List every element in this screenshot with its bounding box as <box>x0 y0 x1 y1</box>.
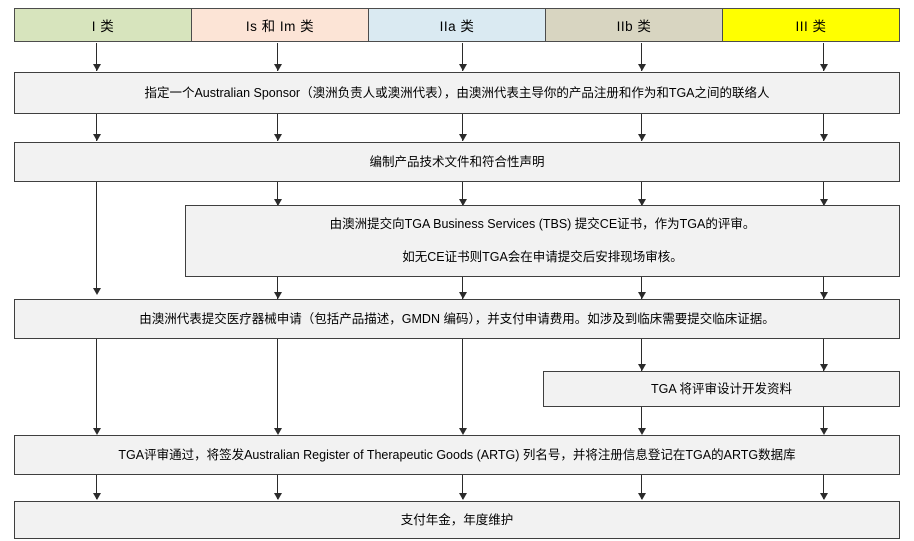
arrowhead-application-to-artg-bypass-3 <box>459 428 467 435</box>
connector-sponsor-to-techfile-1 <box>96 114 97 141</box>
connector-ce-to-application-3 <box>462 277 463 299</box>
connector-sponsor-to-techfile-5 <box>823 114 824 141</box>
arrowhead-sponsor-to-techfile-4 <box>638 134 646 141</box>
arrowhead-application-to-designreview-4 <box>638 364 646 371</box>
arrowhead-sponsor-to-techfile-5 <box>820 134 828 141</box>
arrowhead-header-to-sponsor-3 <box>459 64 467 71</box>
connector-application-to-designreview-4 <box>641 339 642 371</box>
connector-ce-to-application-4 <box>641 277 642 299</box>
arrowhead-sponsor-to-techfile-3 <box>459 134 467 141</box>
class-header-label-2: Is 和 Im 类 <box>245 19 315 34</box>
step-annual-fee-box[interactable]: 支付年金，年度维护 <box>14 501 900 539</box>
step-technical-file-box[interactable]: 编制产品技术文件和符合性声明 <box>14 142 900 182</box>
class-header-label-3: IIa 类 <box>439 19 475 34</box>
arrowhead-techfile-to-ce-3 <box>459 199 467 206</box>
connector-sponsor-to-techfile-3 <box>462 114 463 141</box>
arrowhead-techfile-to-application-bypass <box>93 288 101 295</box>
step-ce-certificate-box[interactable]: 由澳洲提交向TGA Business Services (TBS) 提交CE证书… <box>185 205 900 277</box>
connector-header-to-sponsor-5 <box>823 43 824 71</box>
step-sponsor-box[interactable]: 指定一个Australian Sponsor（澳洲负责人或澳洲代表），由澳洲代表… <box>14 72 900 114</box>
arrowhead-ce-to-application-2 <box>274 292 282 299</box>
connector-techfile-to-application-bypass <box>96 182 97 293</box>
connector-artg-to-annualfee-2 <box>277 475 278 499</box>
connector-header-to-sponsor-2 <box>277 43 278 71</box>
class-header-cell-4[interactable]: IIb 类 <box>545 8 723 42</box>
arrowhead-application-to-designreview-5 <box>820 364 828 371</box>
connector-ce-to-application-5 <box>823 277 824 299</box>
arrowhead-sponsor-to-techfile-1 <box>93 134 101 141</box>
arrowhead-artg-to-annualfee-5 <box>820 493 828 500</box>
connector-techfile-to-ce-3 <box>462 182 463 206</box>
connector-designreview-to-artg-5 <box>823 407 824 433</box>
arrowhead-header-to-sponsor-4 <box>638 64 646 71</box>
connector-application-to-designreview-5 <box>823 339 824 371</box>
connector-artg-to-annualfee-3 <box>462 475 463 499</box>
step-ce-certificate-line-1: 由澳洲提交向TGA Business Services (TBS) 提交CE证书… <box>329 217 756 232</box>
step-annual-fee-line-1: 支付年金，年度维护 <box>400 512 514 527</box>
arrowhead-header-to-sponsor-5 <box>820 64 828 71</box>
arrowhead-techfile-to-ce-2 <box>274 199 282 206</box>
connector-application-to-artg-bypass-2 <box>277 339 278 433</box>
connector-header-to-sponsor-3 <box>462 43 463 71</box>
class-header-cell-3[interactable]: IIa 类 <box>368 8 546 42</box>
arrowhead-ce-to-application-5 <box>820 292 828 299</box>
connector-application-to-artg-bypass-1 <box>96 339 97 433</box>
connector-artg-to-annualfee-4 <box>641 475 642 499</box>
connector-artg-to-annualfee-1 <box>96 475 97 499</box>
connector-ce-to-application-2 <box>277 277 278 299</box>
class-header-cell-1[interactable]: I 类 <box>14 8 192 42</box>
connector-techfile-to-ce-4 <box>641 182 642 206</box>
step-sponsor-line-1: 指定一个Australian Sponsor（澳洲负责人或澳洲代表），由澳洲代表… <box>144 85 770 100</box>
step-artg-listing-line-1: TGA评审通过，将签发Australian Register of Therap… <box>118 447 796 462</box>
arrowhead-application-to-artg-bypass-1 <box>93 428 101 435</box>
class-header-label-1: I 类 <box>91 19 115 34</box>
connector-artg-to-annualfee-5 <box>823 475 824 499</box>
step-ce-certificate-line-2: 如无CE证书则TGA会在申请提交后安排现场审核。 <box>402 250 683 264</box>
step-artg-listing-box[interactable]: TGA评审通过，将签发Australian Register of Therap… <box>14 435 900 475</box>
connector-sponsor-to-techfile-4 <box>641 114 642 141</box>
connector-header-to-sponsor-4 <box>641 43 642 71</box>
connector-sponsor-to-techfile-2 <box>277 114 278 141</box>
connector-designreview-to-artg-4 <box>641 407 642 433</box>
connector-techfile-to-ce-5 <box>823 182 824 206</box>
arrowhead-sponsor-to-techfile-2 <box>274 134 282 141</box>
class-header-label-5: III 类 <box>795 19 827 34</box>
arrowhead-header-to-sponsor-2 <box>274 64 282 71</box>
step-device-application-line-1: 由澳洲代表提交医疗器械申请（包括产品描述，GMDN 编码），并支付申请费用。如涉… <box>139 311 775 326</box>
arrowhead-designreview-to-artg-4 <box>638 428 646 435</box>
arrowhead-artg-to-annualfee-1 <box>93 493 101 500</box>
connector-techfile-to-ce-2 <box>277 182 278 206</box>
arrowhead-artg-to-annualfee-4 <box>638 493 646 500</box>
connector-application-to-artg-bypass-3 <box>462 339 463 433</box>
arrowhead-ce-to-application-3 <box>459 292 467 299</box>
class-header-row: I 类 Is 和 Im 类 IIa 类 IIb 类 III 类 <box>14 8 900 42</box>
class-header-cell-5[interactable]: III 类 <box>722 8 900 42</box>
step-design-review-line-1: TGA 将评审设计开发资料 <box>651 381 792 396</box>
step-technical-file-line-1: 编制产品技术文件和符合性声明 <box>369 154 545 169</box>
arrowhead-artg-to-annualfee-2 <box>274 493 282 500</box>
step-design-review-box[interactable]: TGA 将评审设计开发资料 <box>543 371 900 407</box>
arrowhead-techfile-to-ce-4 <box>638 199 646 206</box>
connector-header-to-sponsor-1 <box>96 43 97 71</box>
arrowhead-artg-to-annualfee-3 <box>459 493 467 500</box>
arrowhead-techfile-to-ce-5 <box>820 199 828 206</box>
step-device-application-box[interactable]: 由澳洲代表提交医疗器械申请（包括产品描述，GMDN 编码），并支付申请费用。如涉… <box>14 299 900 339</box>
arrowhead-ce-to-application-4 <box>638 292 646 299</box>
class-header-label-4: IIb 类 <box>616 19 652 34</box>
arrowhead-header-to-sponsor-1 <box>93 64 101 71</box>
class-header-cell-2[interactable]: Is 和 Im 类 <box>191 8 369 42</box>
arrowhead-application-to-artg-bypass-2 <box>274 428 282 435</box>
arrowhead-designreview-to-artg-5 <box>820 428 828 435</box>
